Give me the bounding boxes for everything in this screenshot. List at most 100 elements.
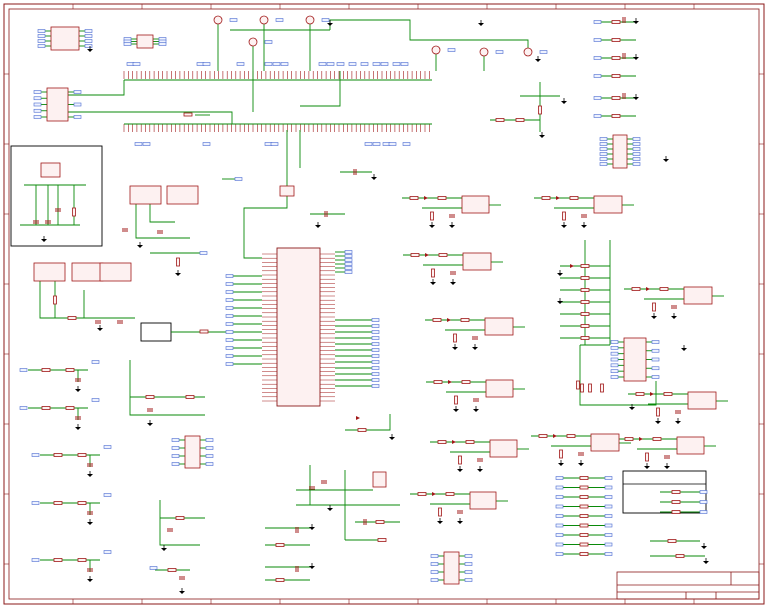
- net-label: [651, 366, 660, 371]
- resistor: [580, 336, 590, 340]
- opamp: [461, 195, 490, 214]
- ics: [33, 15, 717, 585]
- sheet-border-outer: [3, 3, 765, 605]
- net-label: [699, 510, 708, 514]
- net-label: [344, 258, 353, 262]
- net-label: [651, 348, 660, 353]
- ground-symbol: [315, 225, 321, 228]
- net-label: [430, 554, 439, 558]
- net-label: [604, 542, 613, 547]
- diode: [425, 253, 429, 257]
- net-label: [225, 330, 234, 334]
- net-label: [229, 18, 238, 22]
- resistor: [579, 552, 589, 556]
- ground-symbol: [449, 225, 455, 228]
- net-label: [430, 570, 439, 574]
- net-label: [430, 562, 439, 566]
- ground-symbol: [87, 474, 93, 477]
- resistor: [600, 383, 604, 393]
- ground-symbol: [644, 466, 650, 469]
- net-label: [84, 44, 93, 48]
- opamp: [469, 491, 497, 510]
- resistor: [454, 395, 458, 405]
- crystal: [279, 185, 295, 197]
- resistor: [460, 318, 470, 322]
- resistor: [671, 500, 681, 504]
- net-label: [264, 40, 273, 44]
- net-label: [599, 162, 608, 166]
- net-label: [31, 558, 40, 562]
- resistor: [453, 333, 457, 343]
- ground-symbol: [478, 23, 484, 26]
- resistor: [357, 428, 367, 432]
- net-label: [84, 29, 93, 33]
- resistor: [541, 196, 551, 200]
- net-label: [199, 251, 208, 255]
- subcircuit-frame-left: [10, 145, 103, 247]
- net-label: [402, 142, 411, 146]
- resistor: [185, 395, 195, 399]
- wires: [20, 19, 728, 581]
- ic-package: [443, 551, 460, 585]
- net-label: [632, 142, 641, 146]
- resistor: [410, 253, 420, 257]
- net-label: [371, 354, 380, 358]
- ground-symbol: [75, 427, 81, 430]
- resistor: [667, 539, 677, 543]
- resistor: [465, 440, 475, 444]
- resistor: [631, 287, 641, 291]
- ground-symbol: [137, 245, 143, 248]
- ground-symbol: [327, 23, 333, 26]
- ground-symbol: [457, 469, 463, 472]
- net-label: [202, 142, 211, 146]
- net-label: [392, 62, 401, 66]
- ground-symbol: [97, 328, 103, 331]
- ground-symbol: [430, 282, 436, 285]
- resistors: [41, 20, 685, 582]
- net-label: [555, 552, 564, 556]
- net-label: [33, 102, 42, 107]
- net-label: [539, 50, 548, 54]
- resistor: [409, 196, 419, 200]
- resistor: [579, 476, 589, 480]
- resistor: [611, 74, 621, 78]
- net-label: [134, 142, 143, 146]
- net-label: [171, 454, 180, 458]
- net-label: [272, 62, 281, 66]
- ground-symbol: [179, 591, 185, 594]
- resistor: [611, 114, 621, 118]
- opamp: [687, 391, 717, 410]
- net-label: [555, 514, 564, 518]
- net-label: [632, 162, 641, 166]
- main-mcu: [276, 247, 321, 407]
- net-label: [555, 533, 564, 537]
- resistor: [611, 56, 621, 60]
- transistor: [305, 15, 315, 25]
- net-label: [610, 351, 619, 356]
- resistor: [175, 516, 185, 520]
- net-label: [371, 318, 380, 322]
- diode: [650, 392, 654, 396]
- resistor: [580, 264, 590, 268]
- net-label: [202, 62, 211, 66]
- transistor: [213, 15, 223, 25]
- wire: [329, 19, 436, 41]
- net-label: [610, 369, 619, 373]
- resistor: [433, 380, 443, 384]
- net-label: [344, 270, 353, 274]
- net-label: [593, 38, 602, 42]
- resistor: [579, 514, 589, 518]
- net-label: [225, 362, 234, 366]
- opamp: [462, 252, 492, 271]
- net-label: [33, 108, 42, 113]
- ground-symbol: [561, 225, 567, 228]
- net-label: [651, 340, 660, 344]
- ic-package: [612, 134, 628, 169]
- net-label: [599, 157, 608, 161]
- net-label: [599, 152, 608, 156]
- resistor: [53, 295, 57, 305]
- wire: [579, 345, 657, 406]
- net-label: [604, 533, 613, 537]
- net-label: [171, 446, 180, 450]
